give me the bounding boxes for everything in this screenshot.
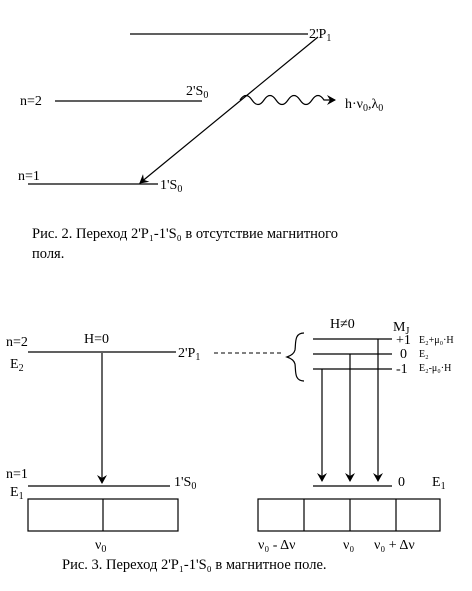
- E1-label: E1: [10, 485, 24, 502]
- spectrum-box-right: [257, 498, 441, 532]
- energy-minus-label: E₂-μ₀·H: [419, 363, 451, 374]
- n1-label: n=1: [6, 467, 28, 482]
- figure-2-caption-line1: Рис. 2. Переход 2'P₁-1'S₀ в отсутствие м…: [32, 226, 338, 242]
- freq-minus-label: ν₀ - Δν: [258, 538, 295, 553]
- energy-zero-label: E₂: [419, 349, 429, 360]
- n2-label: n=2: [20, 94, 42, 109]
- Hne0-label: H≠0: [330, 317, 355, 332]
- figure-2: 2'P1 n=2 2'S0 n=1 1'S0 h·ν0,λ0 Рис. 2. П…: [18, 27, 383, 262]
- level-1S0-label: 1'S0: [160, 178, 182, 195]
- transition-arrow: [139, 36, 319, 184]
- lower-level-1S0-label: 1'S0: [174, 475, 196, 492]
- lower-mj-label: 0: [398, 475, 405, 490]
- split-brace: [285, 332, 305, 382]
- energy-plus-label: E₂+μ₀·H: [419, 335, 454, 346]
- freq-left-label: ν0: [95, 538, 106, 555]
- freq-plus-label: ν₀ + Δν: [374, 538, 415, 553]
- photon-label: h·ν0,λ0: [345, 97, 383, 114]
- photon-wave-icon: [239, 94, 336, 106]
- upper-level-2P1-label: 2'P1: [178, 346, 200, 363]
- mj-zero-label: 0: [400, 347, 407, 362]
- level-2S0-label: 2'S0: [186, 84, 208, 101]
- freq-center-label: ν₀: [343, 538, 354, 553]
- figure-3-caption: Рис. 3. Переход 2'P₁-1'S₀ в магнитное по…: [62, 557, 327, 573]
- MJ-label: MJ: [393, 320, 409, 337]
- n1-label: n=1: [18, 169, 40, 184]
- E2-label: E2: [10, 357, 24, 374]
- n2-label: n=2: [6, 335, 28, 350]
- mj-minus-label: -1: [396, 362, 408, 377]
- level-2P1-label: 2'P1: [309, 27, 331, 44]
- lower-E1-label: E1: [432, 475, 446, 492]
- mj-plus-label: +1: [396, 333, 411, 348]
- figure-2-caption-line2: поля.: [32, 246, 64, 262]
- figure-3: n=2 E2 H=0 2'P1 H≠0 MJ +1 0 -1 E₂+μ₀·H E…: [6, 317, 454, 573]
- H0-label: H=0: [84, 332, 109, 347]
